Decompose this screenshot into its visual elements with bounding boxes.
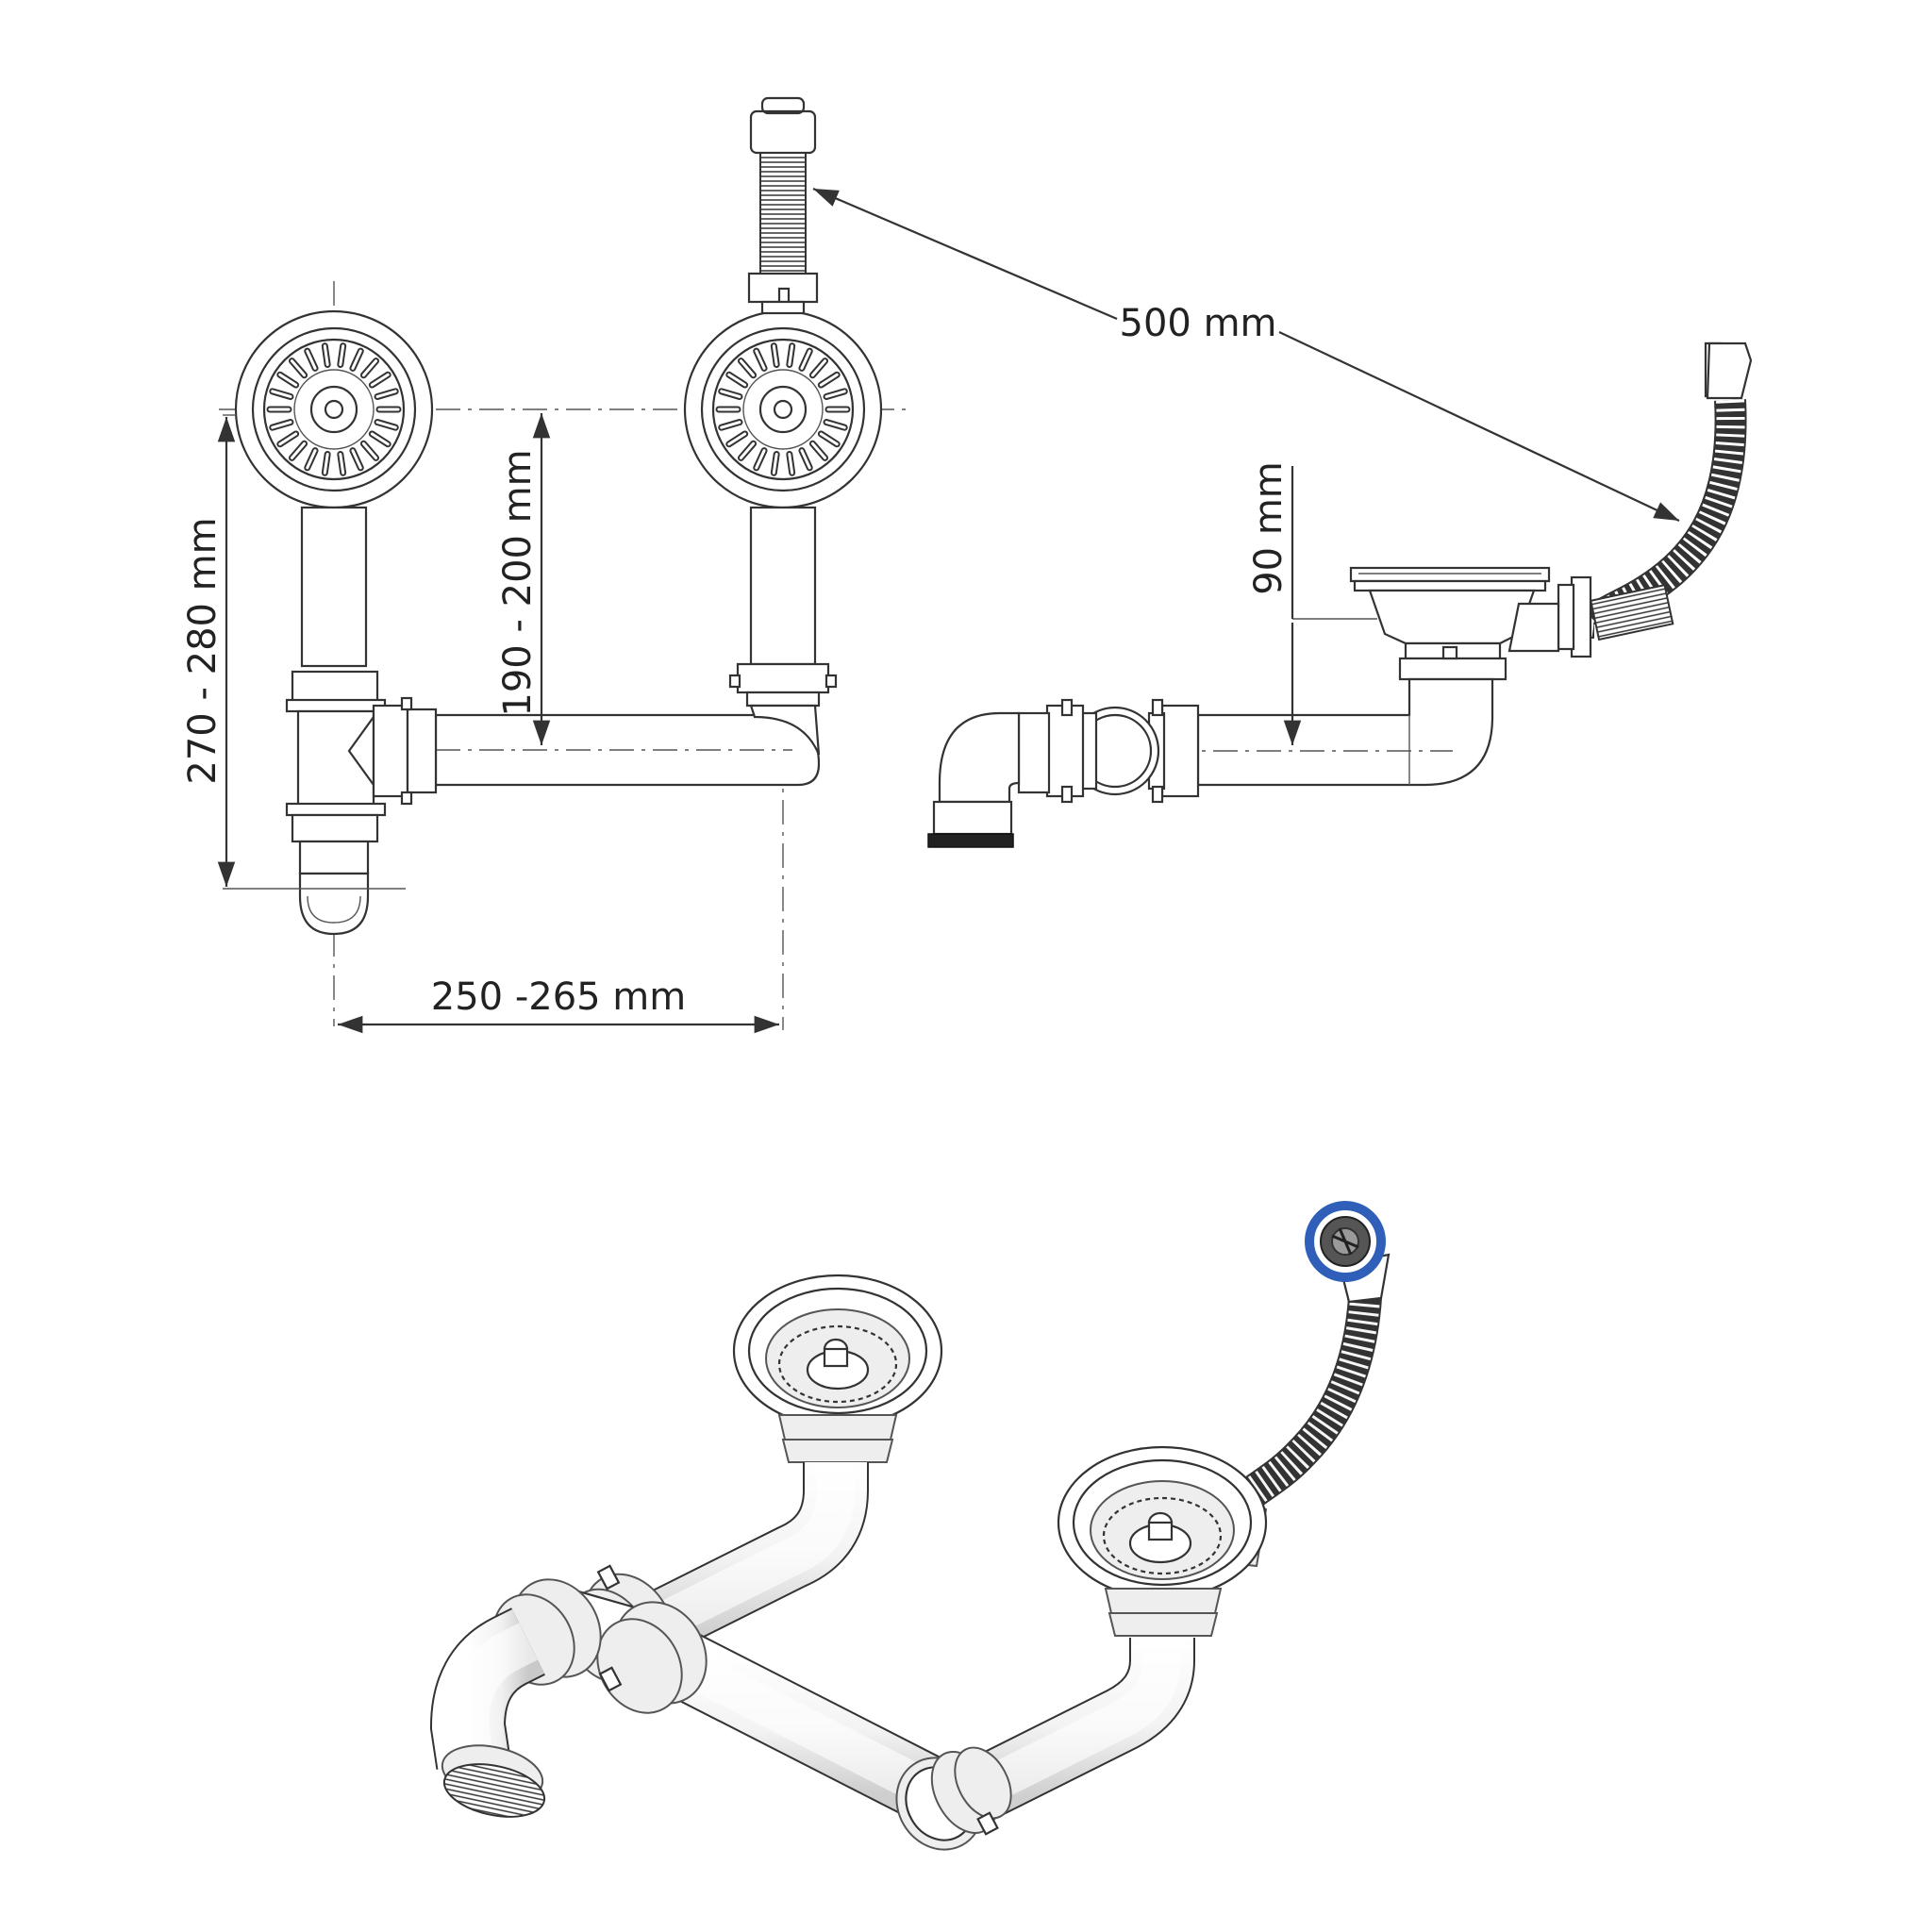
overflow-top-view bbox=[747, 96, 819, 315]
strainer-slot bbox=[720, 421, 741, 429]
overflow-hose-side bbox=[1557, 341, 1753, 658]
strainer-slot bbox=[727, 373, 747, 387]
strainer-slot bbox=[278, 432, 298, 446]
strainer-slot bbox=[290, 359, 307, 377]
strainer-iso-upper bbox=[732, 1274, 943, 1463]
strainer-slot bbox=[306, 449, 317, 470]
strainer-slot bbox=[339, 344, 345, 366]
strainer-slot bbox=[351, 349, 362, 370]
strainer-slot bbox=[370, 373, 390, 387]
iso-tee bbox=[492, 1564, 708, 1714]
strainer-slot bbox=[375, 390, 397, 398]
strainer-slot bbox=[361, 441, 378, 459]
strainer-slot bbox=[323, 344, 329, 366]
basin-side bbox=[1349, 566, 1560, 681]
strainer-slot bbox=[819, 432, 839, 446]
lower-branch-pipe bbox=[953, 1638, 1195, 1826]
basin-depth-label: 90 mm bbox=[1247, 461, 1291, 595]
strainer-slots bbox=[266, 342, 402, 476]
iso-nut-right bbox=[930, 1746, 1012, 1836]
trap-height-label: 270 - 280 mm bbox=[181, 517, 225, 784]
strainer-slot bbox=[271, 390, 292, 398]
strainer-slot bbox=[810, 441, 827, 459]
dimension-basin-depth: 90 mm bbox=[1247, 461, 1377, 745]
dimension-trap-height: 270 - 280 mm bbox=[181, 414, 406, 890]
left-strainer-top bbox=[234, 309, 434, 509]
trap-bottom bbox=[298, 840, 370, 936]
side-view: 90 mm 500 mm bbox=[812, 187, 1753, 848]
strainer-slot bbox=[755, 349, 766, 370]
strainer-slot bbox=[755, 449, 766, 470]
strainer-slot bbox=[819, 373, 839, 387]
right-tailpipe bbox=[749, 506, 817, 666]
strainer-slot bbox=[772, 344, 778, 366]
strainer-slot bbox=[720, 390, 741, 398]
outlet-elbow-side bbox=[927, 711, 1021, 848]
strainer-slot bbox=[370, 432, 390, 446]
strainer-slot bbox=[361, 359, 378, 377]
side-elbow bbox=[1196, 677, 1494, 787]
strainer-slot bbox=[800, 349, 811, 370]
hose-length-label: 500 mm bbox=[1120, 302, 1277, 345]
tee-fitting bbox=[285, 670, 438, 843]
strainer-slot bbox=[323, 453, 329, 475]
strainer-slot bbox=[824, 390, 846, 398]
isometric-view bbox=[429, 1201, 1391, 1851]
strainer-slot bbox=[824, 421, 846, 429]
strainer-slot bbox=[290, 441, 307, 459]
strainer-slot bbox=[278, 373, 298, 387]
strainer-slot bbox=[739, 359, 756, 377]
iso-outlet-elbow bbox=[429, 1607, 546, 1818]
left-tailpipe bbox=[300, 506, 368, 668]
strainer-slot bbox=[306, 349, 317, 370]
strainer-slot bbox=[800, 449, 811, 470]
top-view: 270 - 280 mm 190 - 200 mm 250 -265 mm bbox=[181, 96, 908, 1034]
strainer-iso-lower bbox=[1057, 1445, 1268, 1637]
strainer-slot bbox=[351, 449, 362, 470]
side-fittings bbox=[1017, 698, 1200, 804]
strainer-slot bbox=[788, 453, 794, 475]
overflow-hose-iso bbox=[1231, 1201, 1391, 1513]
strainer-slot bbox=[375, 421, 397, 429]
dimension-outlet-height: 190 - 200 mm bbox=[496, 413, 551, 745]
dimension-centre-distance: 250 -265 mm bbox=[338, 975, 779, 1034]
strainer-slot bbox=[739, 441, 756, 459]
strainer-slot bbox=[727, 432, 747, 446]
strainer-slot bbox=[339, 453, 345, 475]
right-strainer-top bbox=[683, 309, 883, 509]
strainer-slot bbox=[788, 344, 794, 366]
dimension-hose-length: 500 mm bbox=[812, 187, 1680, 522]
outlet-height-label: 190 - 200 mm bbox=[496, 449, 540, 716]
strainer-slot bbox=[772, 453, 778, 475]
centre-distance-label: 250 -265 mm bbox=[431, 975, 687, 1019]
strainer-slot bbox=[271, 421, 292, 429]
upper-branch-pipe bbox=[623, 1462, 869, 1664]
right-nut bbox=[728, 662, 838, 708]
strainer-slots bbox=[715, 342, 851, 476]
elbow bbox=[749, 704, 821, 756]
strainer-slot bbox=[810, 359, 827, 377]
